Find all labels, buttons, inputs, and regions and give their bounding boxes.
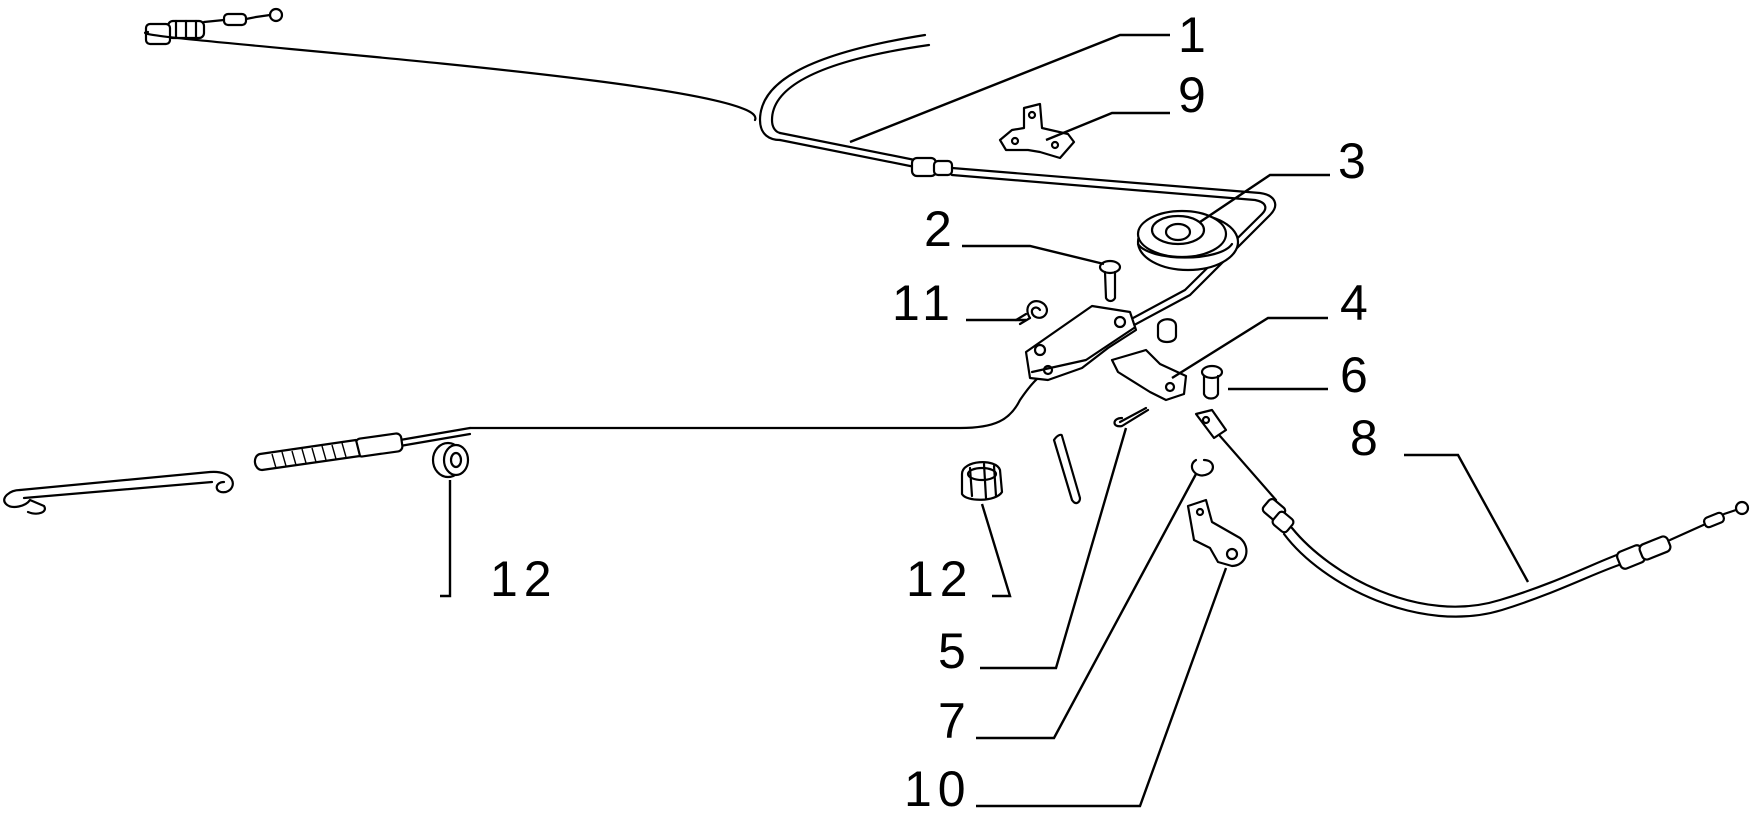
callout-4: 4	[1340, 275, 1374, 331]
cable-end-rod	[3, 426, 472, 515]
callout-8: 8	[1350, 410, 1384, 466]
pulley	[1136, 209, 1240, 272]
pin-2	[1098, 259, 1122, 303]
spring	[1052, 433, 1082, 505]
callout-9: 9	[1178, 67, 1212, 123]
callout-labels: 1 2 3 4 5 6 7 8 9 10 11 12 12	[490, 7, 1384, 813]
callout-6: 6	[1340, 347, 1374, 403]
callout-7: 7	[938, 693, 972, 749]
pin-6	[1200, 364, 1224, 400]
callout-11: 11	[892, 275, 956, 331]
callout-10: 10	[904, 761, 972, 813]
callout-1: 1	[1178, 7, 1212, 63]
cable-lower	[1194, 408, 1750, 618]
bracket-small	[998, 102, 1076, 160]
callout-12-right: 12	[906, 551, 974, 607]
leader-lines	[440, 33, 1530, 808]
callout-2: 2	[924, 201, 958, 257]
bushing-right	[960, 461, 1004, 501]
split-pin	[1113, 406, 1150, 428]
washer	[1190, 458, 1214, 477]
link-plate	[1186, 498, 1248, 568]
callout-3: 3	[1338, 133, 1372, 189]
callout-12-left: 12	[490, 551, 558, 607]
lever-bracket	[1024, 304, 1188, 402]
callout-5: 5	[938, 623, 972, 679]
cable-upper	[143, 7, 1277, 430]
bushing-left	[431, 441, 470, 479]
